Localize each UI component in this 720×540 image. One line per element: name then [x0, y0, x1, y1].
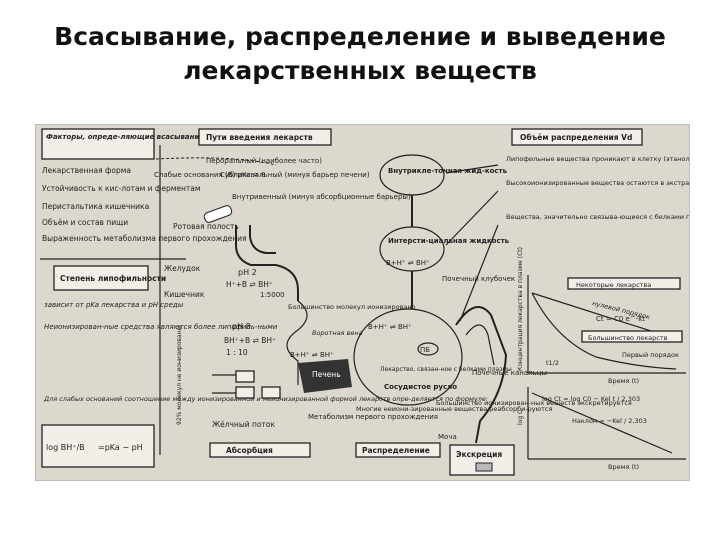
- b-box: [261, 386, 281, 399]
- liver-shape: [298, 359, 352, 393]
- urine-label: Моча: [438, 433, 457, 441]
- vascular-compartment: [353, 308, 463, 406]
- some-drugs-box: [567, 277, 681, 290]
- ratio-1-5000: 1:5000: [260, 291, 285, 299]
- first-pass-label: Метаболизм первого прохождения: [308, 413, 438, 421]
- portal-vein-label: Воротная вена: [312, 329, 363, 337]
- depends-text: зависит от pKa лекарства и pH среды: [44, 301, 184, 309]
- route-intravenous: Внутривенный (минуя абсорбционные барьер…: [232, 193, 411, 201]
- some-drugs-label: Некоторые лекарства: [576, 281, 651, 289]
- majority-ionized: Большинство молекул ионизировано: [288, 303, 416, 311]
- title-line-1: Всасывание, распределение и выведение: [54, 22, 666, 51]
- factor-item: Выраженность метаболизма первого прохожд…: [42, 234, 247, 243]
- pharmacokinetics-diagram: Факторы, опреде-ляющие всасывание лекарс…: [35, 124, 690, 481]
- non-ionized-reabsorb: Многие неиони-зированные вещества реабсо…: [356, 405, 552, 413]
- stomach-label: Желудок: [164, 264, 201, 273]
- most-drugs-label: Большинство лекарств: [588, 334, 668, 342]
- title-line-2: лекарственных веществ: [183, 56, 537, 85]
- vascular-bed-label: Сосудистое русло: [384, 383, 457, 391]
- absorption-footer-box: [209, 442, 311, 458]
- interstitial-label: Интерсти-циальная жидкость: [388, 237, 510, 245]
- volume-header: Объём распределения Vd: [520, 133, 632, 142]
- intracellular-label: Внутрикле-точная жид-кость: [388, 167, 508, 175]
- routes-header: Пути введения лекарств: [206, 133, 313, 142]
- oral-cavity-label: Ротовая полость: [173, 222, 239, 231]
- stomach-equilibrium: H⁺+B ⇌ BH⁺: [226, 280, 273, 289]
- ionized-excrete: Большинство ионизирован-ных веществ экск…: [436, 399, 632, 407]
- b-box: [235, 370, 255, 383]
- pb-label: ПБ: [420, 346, 430, 354]
- factors-header: Факторы, опреде-ляющие всасывание лекарс…: [46, 133, 308, 141]
- weak-bases-label: Слабые основания (В) pKa = 8: [154, 171, 265, 179]
- b-box: [235, 386, 255, 399]
- log-axis-label: log C: [517, 410, 524, 425]
- ph2-label: pH 2: [238, 268, 257, 277]
- diagram-canvas: Факторы, опреде-ляющие всасывание лекарс…: [40, 128, 689, 476]
- log-equation: log Ct = log C0 − Kel t / 2,303: [542, 395, 640, 403]
- distribution-footer-box: [355, 442, 441, 458]
- routes-header-box: [198, 128, 332, 146]
- factors-list: Лекарственная форма Устойчивость к кис-л…: [42, 166, 247, 243]
- factor-item: Перистальтика кишечника: [42, 202, 149, 211]
- factors-header-box: [41, 128, 155, 160]
- pb-circle: [417, 342, 439, 356]
- lipophilicity-box: [53, 265, 149, 291]
- bound-drug-label: Лекарство, связан-ное с белками плазмы: [380, 366, 512, 373]
- interstitial-equilibrium: B+H⁺ ⇌ BH⁺: [386, 259, 430, 267]
- most-drugs-box: [581, 330, 683, 343]
- absorption-footer: Абсорбция: [226, 446, 273, 455]
- intestine-equilibrium: BH⁺+B ⇌ BH⁺: [224, 336, 276, 345]
- liver-label: Печень: [312, 370, 341, 379]
- ratio-1-10: 1 : 10: [226, 348, 248, 357]
- portal-vein-equilibrium: B+H⁺ ⇌ BH⁺: [290, 351, 334, 359]
- excretion-footer: Экскреция: [456, 450, 502, 459]
- intestine-label: Кишечник: [164, 290, 205, 299]
- t-half-label: t1/2: [546, 359, 559, 367]
- formula-box: [41, 424, 155, 468]
- first-order-label: Первый порядок: [622, 351, 679, 359]
- volume-header-box: [511, 128, 643, 146]
- ph8-label: pH 8: [232, 322, 251, 331]
- formula-lhs: log BH⁺/B: [46, 443, 85, 452]
- volume-text-1: Липофильные вещества проникают в клетку …: [506, 155, 689, 163]
- time-label: Время (t): [608, 377, 639, 385]
- volume-text-3: Вещества, значительно связыва-ющиеся с б…: [506, 213, 689, 221]
- formula-rhs: =pKa − pH: [98, 443, 143, 452]
- intracellular-compartment: [379, 154, 445, 196]
- weak-bases-text: Для слабых оснований соотношение между и…: [43, 395, 488, 403]
- page-title: Всасывание, распределение и выведение ле…: [0, 20, 720, 88]
- factor-item: Лекарственная форма: [42, 166, 131, 175]
- lipophilicity-label: Степень липофильности: [60, 274, 166, 283]
- concentration-axis-label: Концентрация лекарства в плазме (Ct): [517, 247, 524, 371]
- pill-icon: [203, 205, 233, 223]
- non-ionized-text: Неионизирован-ные средства являются боле…: [44, 323, 278, 331]
- excretion-footer-box: [449, 444, 515, 476]
- percent-non-ionized: 92% молекул не ионизированы: [176, 325, 183, 425]
- route-sublingual: Сублингвальный (минуя барьер печени): [220, 171, 370, 179]
- factor-item: Объём и состав пищи: [42, 218, 128, 227]
- volume-text-2: Высокоионизированные вещества остаются в…: [506, 179, 689, 187]
- glomerulus-label: Почечный клубочек: [442, 275, 515, 283]
- hatched-icon: [475, 462, 493, 472]
- route-oral: Пероральный (наиболее часто): [206, 157, 322, 165]
- vessel-equilibrium: B+H⁺ ⇌ BH⁺: [368, 323, 412, 331]
- factor-item: Устойчивость к кис-лотам и ферментам: [42, 184, 201, 193]
- bile-flow-label: Жёлчный поток: [212, 420, 275, 429]
- tubules-label: Почечные канальцы: [472, 369, 547, 377]
- distribution-footer: Распределение: [362, 446, 430, 455]
- slope-equation: Наклон = −Kel / 2,303: [572, 417, 647, 425]
- concentration-equation: Ct = C0 e^-kt: [596, 315, 645, 323]
- time-label-log: Время (t): [608, 463, 639, 471]
